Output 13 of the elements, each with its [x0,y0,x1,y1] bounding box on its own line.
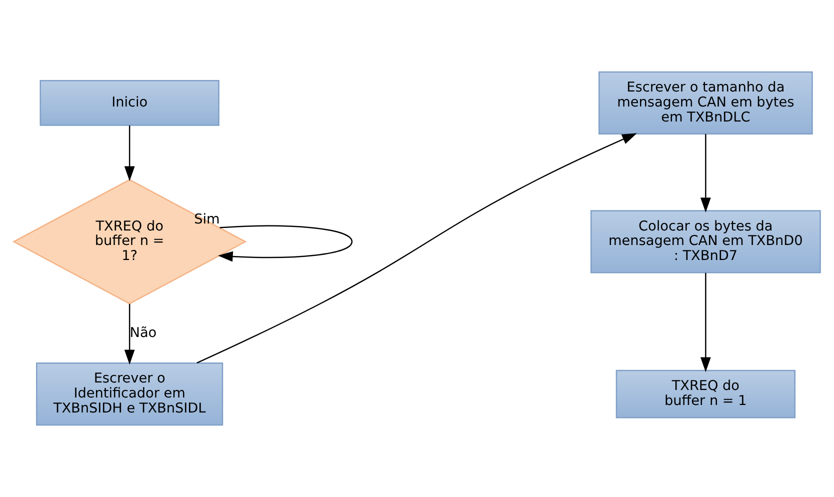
node-box: TXREQ do buffer n = 1 [616,370,796,418]
arrow [124,304,135,365]
node-box: Escrever o Identificador em TXBnSIDH e TXBnSIDL [36,362,224,426]
node-box: Colocar os bytes da mensagem CAN em TXBnD0 : TXBnD7 [590,210,821,274]
arrow [196,133,637,364]
node-box: Escrever o tamanho da mensagem CAN em bytes em TXBnDLC [598,71,813,135]
edge-label: Sim [194,212,220,228]
arrow [700,134,711,212]
arrow [700,272,711,372]
node-box: Inicio [40,80,220,126]
edge-label: Não [130,324,157,341]
arrow [218,225,353,262]
arrow [124,125,135,182]
